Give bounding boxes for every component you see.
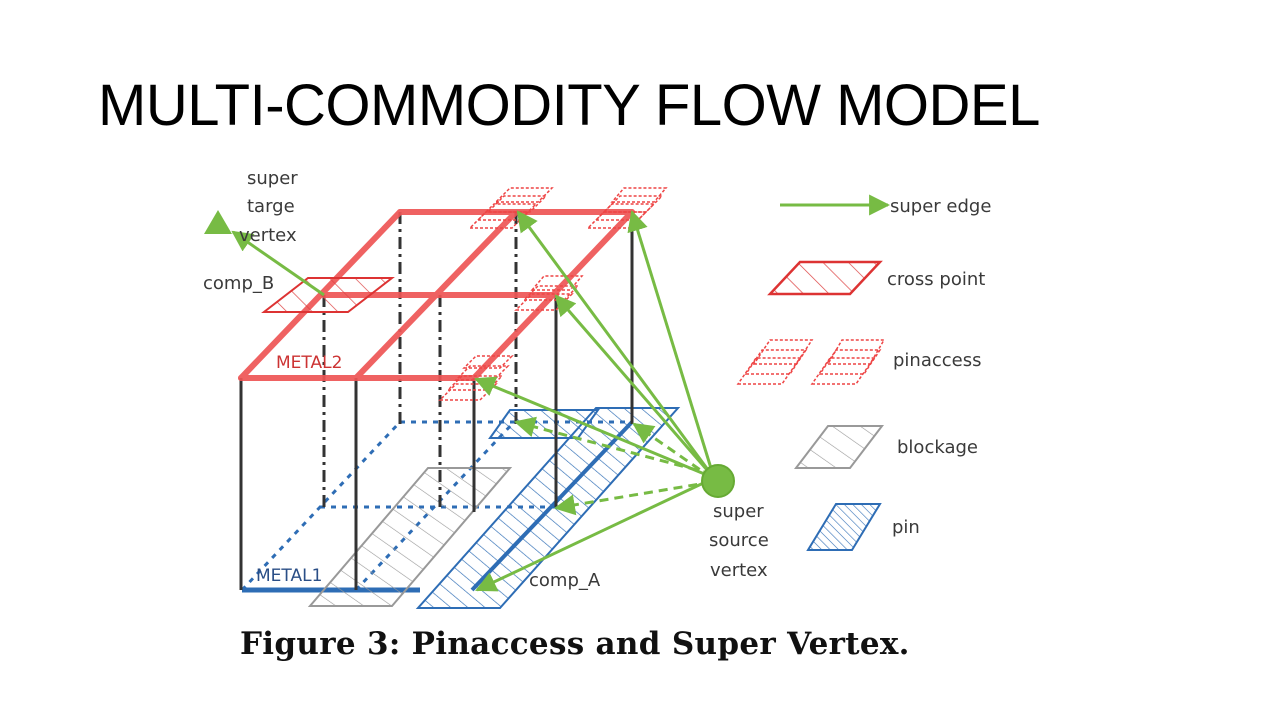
comp-a-pin xyxy=(415,407,681,609)
legend-pinaccess-label: pinaccess xyxy=(893,350,982,371)
legend-cross-point-label: cross point xyxy=(887,269,985,290)
super-edges xyxy=(231,209,716,592)
pinaccess-markers xyxy=(438,187,668,401)
dashed-super-edges xyxy=(513,416,713,516)
red-dotted-parallelograms-icon xyxy=(736,339,886,385)
comp-b-label: comp_B xyxy=(203,273,274,294)
super-source-vertex-icon xyxy=(701,464,735,498)
figure-caption: Figure 3: Pinaccess and Super Vertex. xyxy=(240,626,910,662)
slide-title: MULTI-COMMODITY FLOW MODEL xyxy=(98,73,1040,138)
blue-hatched-parallelogram-icon xyxy=(806,503,882,551)
gray-hatched-parallelogram-icon xyxy=(793,425,885,469)
metal1-label: METAL1 xyxy=(256,566,322,586)
super-target-vertex-icon xyxy=(204,210,232,234)
legend-super-edge-label: super edge xyxy=(890,196,991,217)
hidden-via-lines xyxy=(322,212,518,507)
super-source-vertex-label-1: super xyxy=(713,501,764,522)
super-source-vertex-label-2: source xyxy=(709,530,769,551)
metal2-label: METAL2 xyxy=(276,353,342,373)
blockage-shape xyxy=(307,467,513,607)
comp-b-cross-point xyxy=(261,277,395,313)
super-source-vertex-label-3: vertex xyxy=(710,560,768,581)
legend-blockage-label: blockage xyxy=(897,437,978,458)
legend-pin-label: pin xyxy=(892,517,920,538)
super-target-vertex-label-1: super xyxy=(247,168,298,189)
via-lines xyxy=(239,212,634,590)
super-target-vertex-label-2: targe xyxy=(247,196,295,217)
comp-a-label: comp_A xyxy=(529,570,601,591)
red-hatched-parallelogram-icon xyxy=(767,260,883,296)
super-target-vertex-label-3: vertex xyxy=(239,225,297,246)
legend: super edge cross point pinaccess blockag… xyxy=(736,194,991,551)
